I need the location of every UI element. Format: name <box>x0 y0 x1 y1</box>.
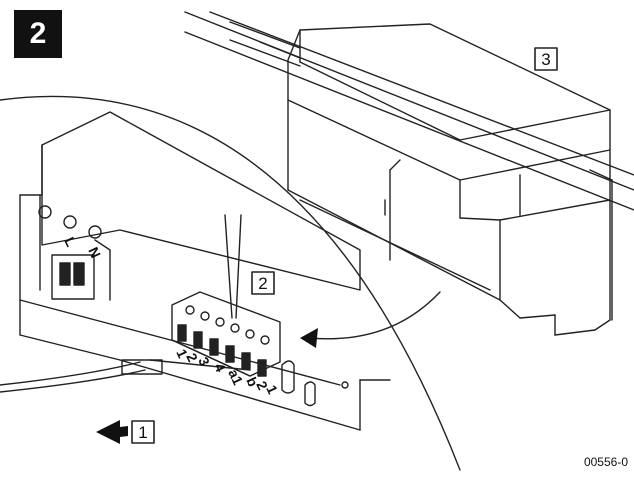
svg-text:1: 1 <box>138 423 147 442</box>
svg-text:N: N <box>85 245 104 261</box>
screwdriver <box>224 214 242 319</box>
figure-code: 00556-0 <box>583 455 628 469</box>
callout-1: 1 <box>131 420 155 444</box>
svg-text:L: L <box>61 235 79 250</box>
terminal-block <box>171 291 281 377</box>
svg-text:a1: a1 <box>225 367 246 388</box>
mount-arrow <box>300 291 441 348</box>
cable <box>0 359 251 393</box>
callout-2: 2 <box>251 271 275 295</box>
base-unit <box>19 111 391 431</box>
step-number-badge: 2 <box>14 10 62 58</box>
mains-labels: L N <box>61 235 104 261</box>
svg-text:3: 3 <box>541 50 550 69</box>
insert-arrow <box>96 420 128 444</box>
magnifier-outline <box>0 95 461 471</box>
cover-module <box>287 23 611 336</box>
callout-3: 3 <box>534 47 558 71</box>
svg-text:2: 2 <box>258 274 267 293</box>
terminal-labels: 1 2 3 4 a1 b 2 1 <box>173 347 281 397</box>
